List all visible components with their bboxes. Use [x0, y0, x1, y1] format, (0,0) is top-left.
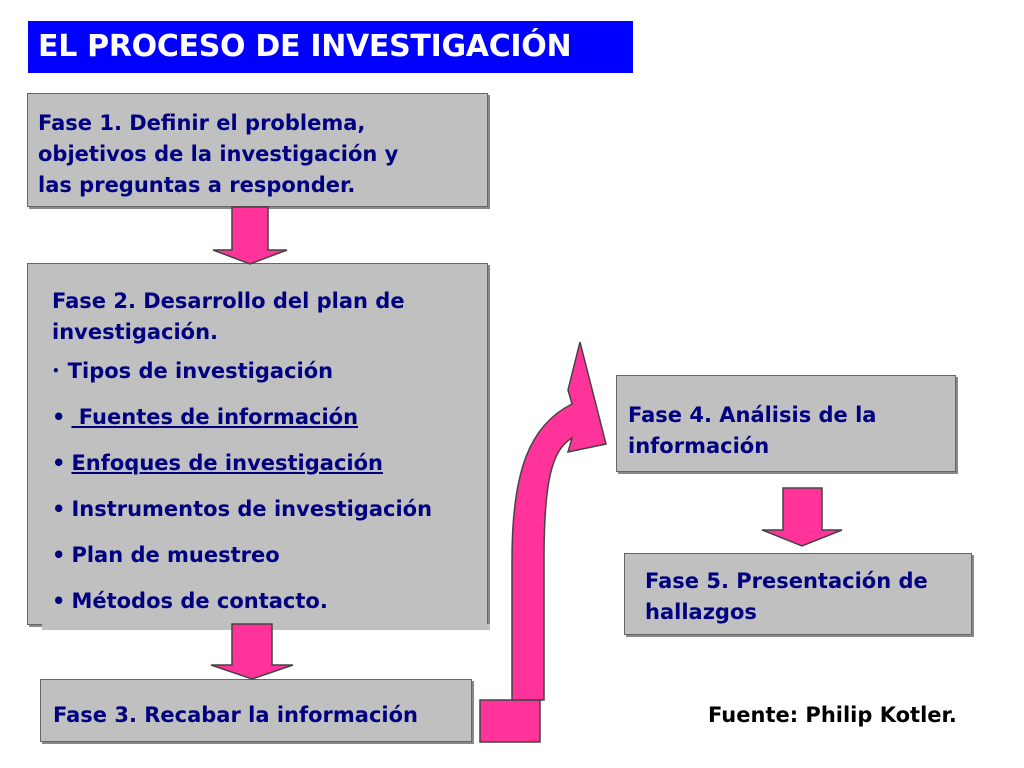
- source-citation: Fuente: Philip Kotler.: [708, 703, 957, 727]
- curved-up-arrow-icon: [511, 341, 607, 701]
- phase-2-heading-line-1: Fase 2. Desarrollo del plan de: [52, 289, 405, 313]
- list-item[interactable]: • Fuentes de información: [52, 402, 487, 432]
- bullet-icon: •: [52, 364, 60, 378]
- list-item-label: Tipos de investigación: [67, 359, 334, 383]
- list-item[interactable]: •Enfoques de investigación: [52, 448, 487, 478]
- down-arrow-icon: [212, 206, 288, 265]
- bullet-icon: •: [52, 543, 66, 567]
- bullet-icon: •: [52, 497, 66, 521]
- list-item-label: Instrumentos de investigación: [71, 497, 433, 521]
- list-item: •Plan de muestreo: [52, 540, 487, 570]
- phase-1-line-1: Fase 1. Definir el problema,: [38, 111, 366, 135]
- bullet-icon: •: [52, 589, 66, 613]
- phase-5-box: Fase 5. Presentación de hallazgos: [624, 553, 972, 635]
- phase-1-line-3: las preguntas a responder.: [38, 173, 356, 197]
- curved-up-arrow-icon: [479, 699, 541, 743]
- page-title: EL PROCESO DE INVESTIGACIÓN: [28, 21, 633, 73]
- phase-3-label: Fase 3. Recabar la información: [53, 703, 418, 727]
- list-item: •Métodos de contacto.: [52, 586, 487, 616]
- phase-2-list: •Tipos de investigación • Fuentes de inf…: [52, 356, 487, 616]
- phase-3-box: Fase 3. Recabar la información: [40, 679, 472, 742]
- list-item: •Instrumentos de investigación: [52, 494, 487, 524]
- phase-5-line-1: Fase 5. Presentación de: [645, 569, 928, 593]
- phase-2-box: Fase 2. Desarrollo del plan de investiga…: [27, 263, 490, 630]
- bullet-icon: •: [52, 405, 66, 429]
- list-item-label: Métodos de contacto.: [71, 589, 328, 613]
- list-item-link[interactable]: Fuentes de información: [71, 405, 359, 429]
- phase-4-line-1: Fase 4. Análisis de la: [628, 403, 877, 427]
- phase-2-heading-line-2: investigación.: [52, 320, 219, 344]
- phase-1-line-2: objetivos de la investigación y: [38, 142, 399, 166]
- list-item-label: Plan de muestreo: [71, 543, 280, 567]
- down-arrow-icon: [210, 623, 294, 680]
- phase-4-box: Fase 4. Análisis de la información: [616, 375, 956, 472]
- list-item: • Tipos de investigación: [52, 356, 487, 386]
- list-item-link[interactable]: Enfoques de investigación: [71, 451, 383, 475]
- down-arrow-icon: [761, 487, 843, 547]
- bullet-icon: •: [52, 451, 66, 475]
- phase-1-box: Fase 1. Definir el problema, objetivos d…: [27, 93, 488, 207]
- phase-5-line-2: hallazgos: [645, 600, 757, 624]
- phase-4-line-2: información: [628, 434, 770, 458]
